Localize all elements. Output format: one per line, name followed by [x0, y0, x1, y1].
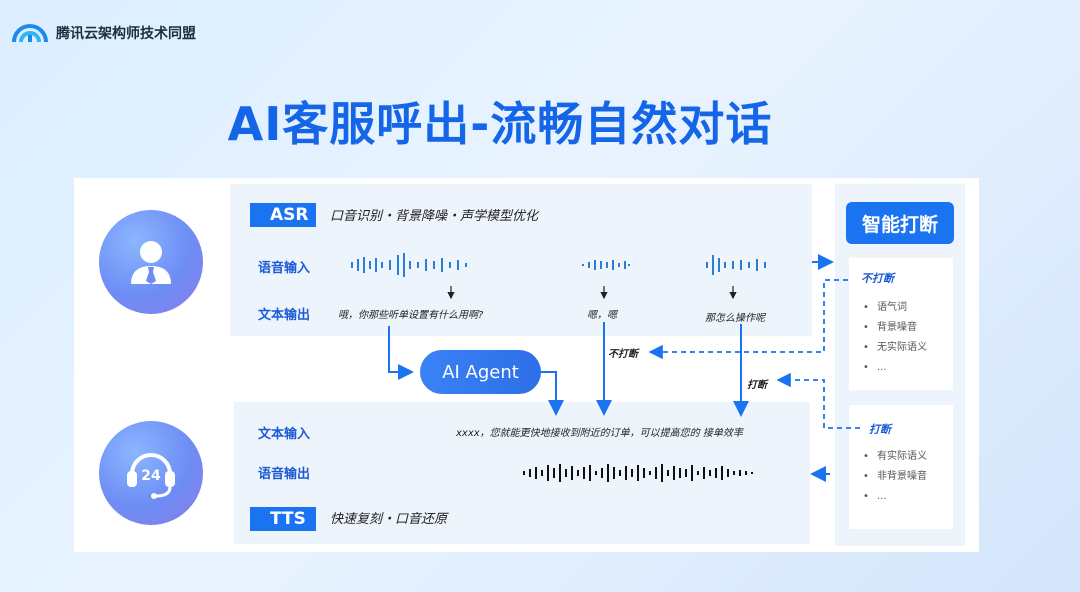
interrupt-card-title: 打断	[869, 423, 891, 436]
utterance-1: 哦，你那些听单设置有什么用啊?	[338, 310, 484, 321]
list-item: 无实际语义	[863, 338, 927, 358]
user-avatar	[99, 210, 203, 314]
list-item: ...	[863, 358, 927, 378]
no-interrupt-card: 不打断 语气词 背景噪音 无实际语义 ...	[849, 258, 953, 390]
asr-tag: ASR	[250, 203, 316, 227]
voice-output-waveform	[523, 464, 753, 482]
voice-output-label: 语音输出	[258, 467, 311, 482]
utterance-2: 嗯，嗯	[587, 310, 617, 321]
tts-section	[234, 402, 810, 544]
list-item: ...	[863, 487, 927, 507]
voice-waveform-2	[582, 260, 630, 270]
page-title: AI客服呼出-流畅自然对话	[227, 97, 773, 151]
ai-agent-node: AI Agent	[420, 350, 541, 394]
brand-name: 腾讯云架构师技术同盟	[56, 26, 196, 42]
interrupt-list: 有实际语义 非背景噪音 ...	[863, 447, 927, 507]
service-avatar: 24	[99, 421, 203, 525]
list-item: 有实际语义	[863, 447, 927, 467]
utterance-3: 那怎么操作呢	[705, 313, 765, 324]
interrupt-card: 打断 有实际语义 非背景噪音 ...	[849, 405, 953, 529]
interrupt-flow-label: 打断	[747, 380, 767, 391]
brand-logo: 腾讯云架构师技术同盟	[10, 22, 196, 44]
voice-input-label: 语音输入	[258, 261, 311, 276]
text-output-label: 文本输出	[258, 308, 311, 323]
user-icon	[131, 241, 171, 284]
no-interrupt-card-title: 不打断	[861, 272, 894, 285]
list-item: 非背景噪音	[863, 467, 927, 487]
agent-response-text: xxxx，您就能更快地接收到附近的订单，可以提高您的 接单效率	[456, 428, 743, 439]
headset-24-icon: 24	[127, 453, 175, 499]
voice-waveform-3	[706, 255, 766, 275]
cloud-logo-icon	[12, 24, 48, 43]
no-interrupt-list: 语气词 背景噪音 无实际语义 ...	[863, 298, 927, 378]
tts-tag: TTS	[250, 507, 316, 531]
list-item: 语气词	[863, 298, 927, 318]
tts-features: 快速复刻・口音还原	[330, 512, 448, 527]
asr-features: 口音识别・背景降噪・声学模型优化	[330, 209, 539, 224]
no-interrupt-flow-label: 不打断	[608, 349, 638, 360]
svg-text:24: 24	[141, 468, 161, 484]
text-input-label: 文本输入	[258, 427, 311, 442]
voice-waveform-1	[351, 253, 467, 277]
smart-interrupt-title: 智能打断	[846, 202, 954, 244]
list-item: 背景噪音	[863, 318, 927, 338]
